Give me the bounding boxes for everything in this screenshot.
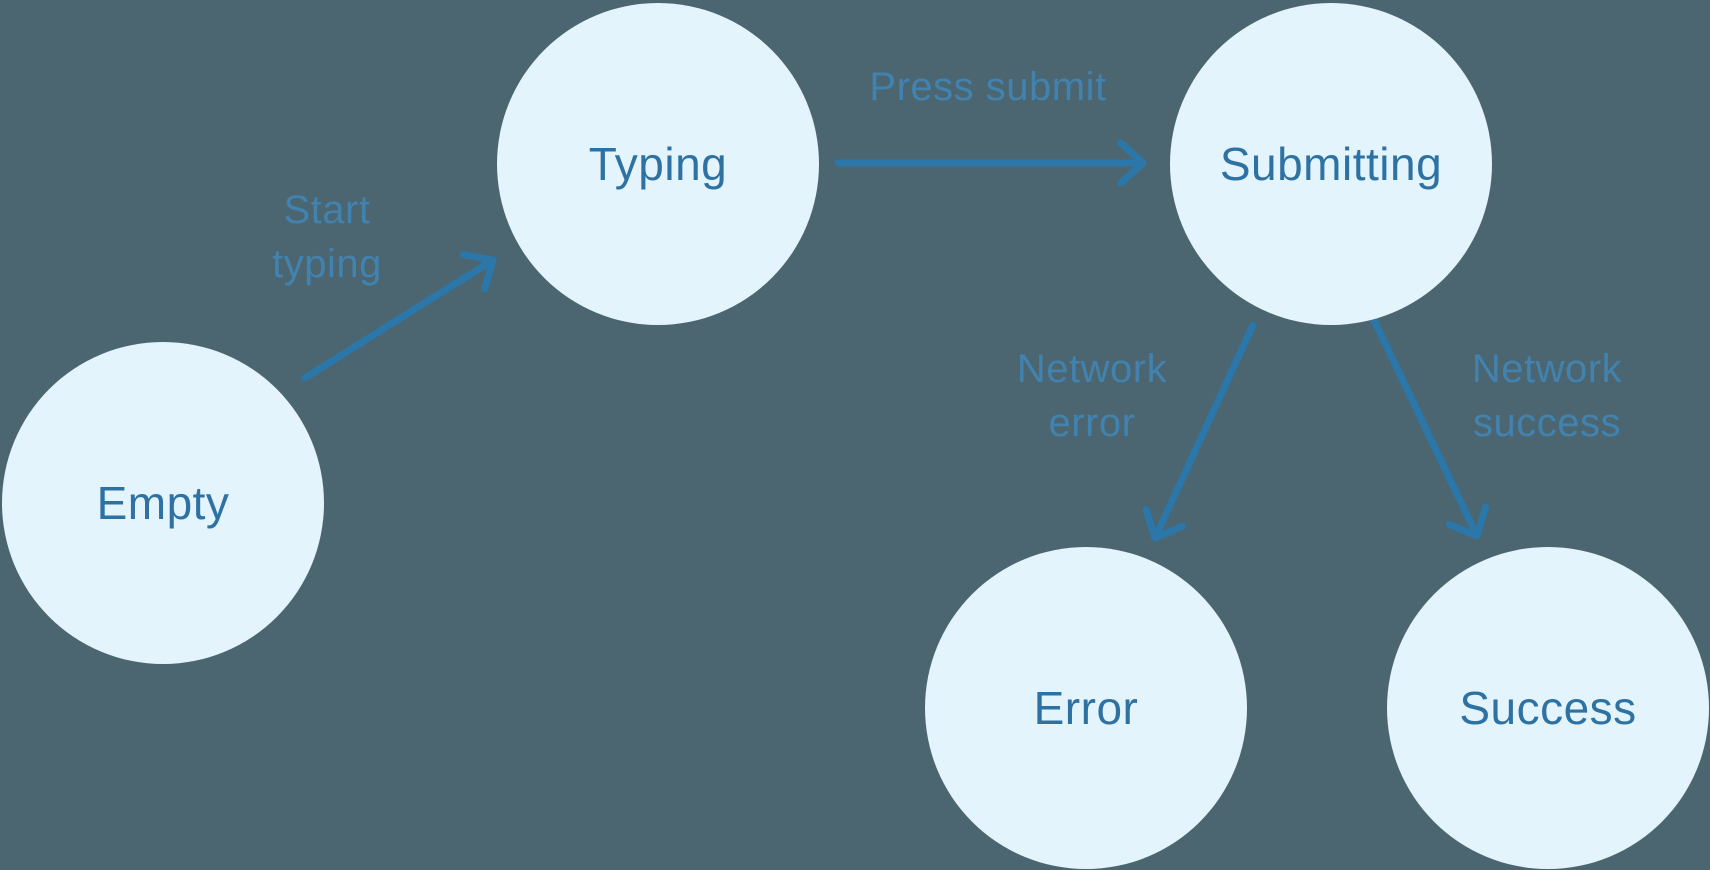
- arrow-submitting-to-error: [1142, 321, 1257, 542]
- state-node-empty-label: Empty: [96, 477, 230, 529]
- state-node-submitting-label: Submitting: [1219, 138, 1443, 190]
- state-node-typing-label: Typing: [588, 138, 728, 190]
- state-node-success: Success: [1387, 547, 1709, 869]
- arrow-empty-to-typing: [301, 251, 497, 382]
- state-node-empty: Empty: [2, 342, 324, 664]
- transition-label-network-error: Network error: [1016, 347, 1168, 445]
- state-node-submitting: Submitting: [1170, 3, 1492, 325]
- state-node-error: Error: [925, 547, 1247, 869]
- state-node-error-label: Error: [1033, 682, 1139, 734]
- state-node-typing: Typing: [497, 3, 819, 325]
- state-node-success-label: Success: [1459, 682, 1637, 734]
- transition-label-press-submit: Press submit: [869, 65, 1107, 109]
- transition-label-start-typing: Start typing: [272, 188, 382, 286]
- arrow-typing-to-submitting: [834, 139, 1147, 187]
- transition-label-network-success: Network success: [1471, 347, 1623, 445]
- arrow-submitting-to-success: [1370, 316, 1489, 540]
